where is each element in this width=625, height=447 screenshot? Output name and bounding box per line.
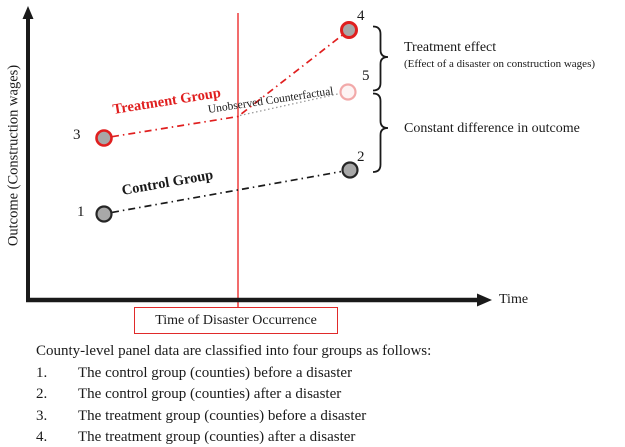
constant-difference-brace-icon bbox=[372, 92, 389, 173]
treatment-effect-sublabel: (Effect of a disaster on construction wa… bbox=[404, 58, 596, 70]
point-5-label: 5 bbox=[362, 68, 370, 84]
list-item: 4. The treatment group (counties) after … bbox=[36, 427, 611, 447]
x-axis-arrowhead-icon bbox=[477, 293, 492, 307]
list-item-text: The treatment group (counties) before a … bbox=[78, 407, 367, 424]
point-1-label: 1 bbox=[77, 204, 85, 220]
point-1-control-before bbox=[95, 205, 113, 223]
list-item-number: 4. bbox=[36, 429, 48, 445]
list-item-text: The control group (counties) after a dis… bbox=[78, 386, 342, 402]
constant-difference-label: Constant difference in outcome bbox=[404, 121, 580, 136]
y-axis-arrowhead-icon bbox=[22, 6, 34, 19]
point-2-control-after bbox=[341, 161, 359, 179]
treatment-effect-label: Treatment effect bbox=[404, 40, 497, 55]
list-item: 3. The treatment group (counties) before… bbox=[36, 406, 611, 428]
point-3-treatment-before bbox=[95, 129, 113, 147]
point-5-counterfactual bbox=[339, 83, 357, 101]
disaster-time-box-label: Time of Disaster Occurrence bbox=[155, 312, 317, 328]
control-group-line bbox=[111, 170, 342, 214]
y-axis-label: Outcome (Construction wages) bbox=[5, 64, 22, 247]
diagram-plot-area bbox=[22, 6, 492, 308]
x-axis-label: Time bbox=[499, 292, 529, 307]
point-2-label: 2 bbox=[357, 149, 365, 165]
notes-intro-text: County-level panel data are classified i… bbox=[36, 343, 432, 359]
counterfactual-line bbox=[239, 92, 341, 117]
list-item-number: 3. bbox=[36, 407, 48, 424]
treatment-group-line bbox=[111, 33, 344, 138]
notes-intro: County-level panel data are classified i… bbox=[36, 341, 611, 363]
list-item: 1. The control group (counties) before a… bbox=[36, 363, 611, 385]
point-4-treatment-after bbox=[340, 21, 358, 39]
point-3-label: 3 bbox=[73, 127, 81, 143]
treatment-effect-brace-icon bbox=[372, 25, 389, 92]
list-item-text: The treatment group (counties) after a d… bbox=[78, 429, 356, 445]
point-4-label: 4 bbox=[357, 8, 365, 24]
disaster-time-box: Time of Disaster Occurrence bbox=[134, 307, 338, 334]
notes-block: County-level panel data are classified i… bbox=[36, 341, 611, 447]
list-item-number: 2. bbox=[36, 386, 48, 402]
list-item-number: 1. bbox=[36, 364, 48, 381]
list-item-text: The control group (counties) before a di… bbox=[78, 364, 353, 381]
list-item: 2. The control group (counties) after a … bbox=[36, 384, 611, 406]
